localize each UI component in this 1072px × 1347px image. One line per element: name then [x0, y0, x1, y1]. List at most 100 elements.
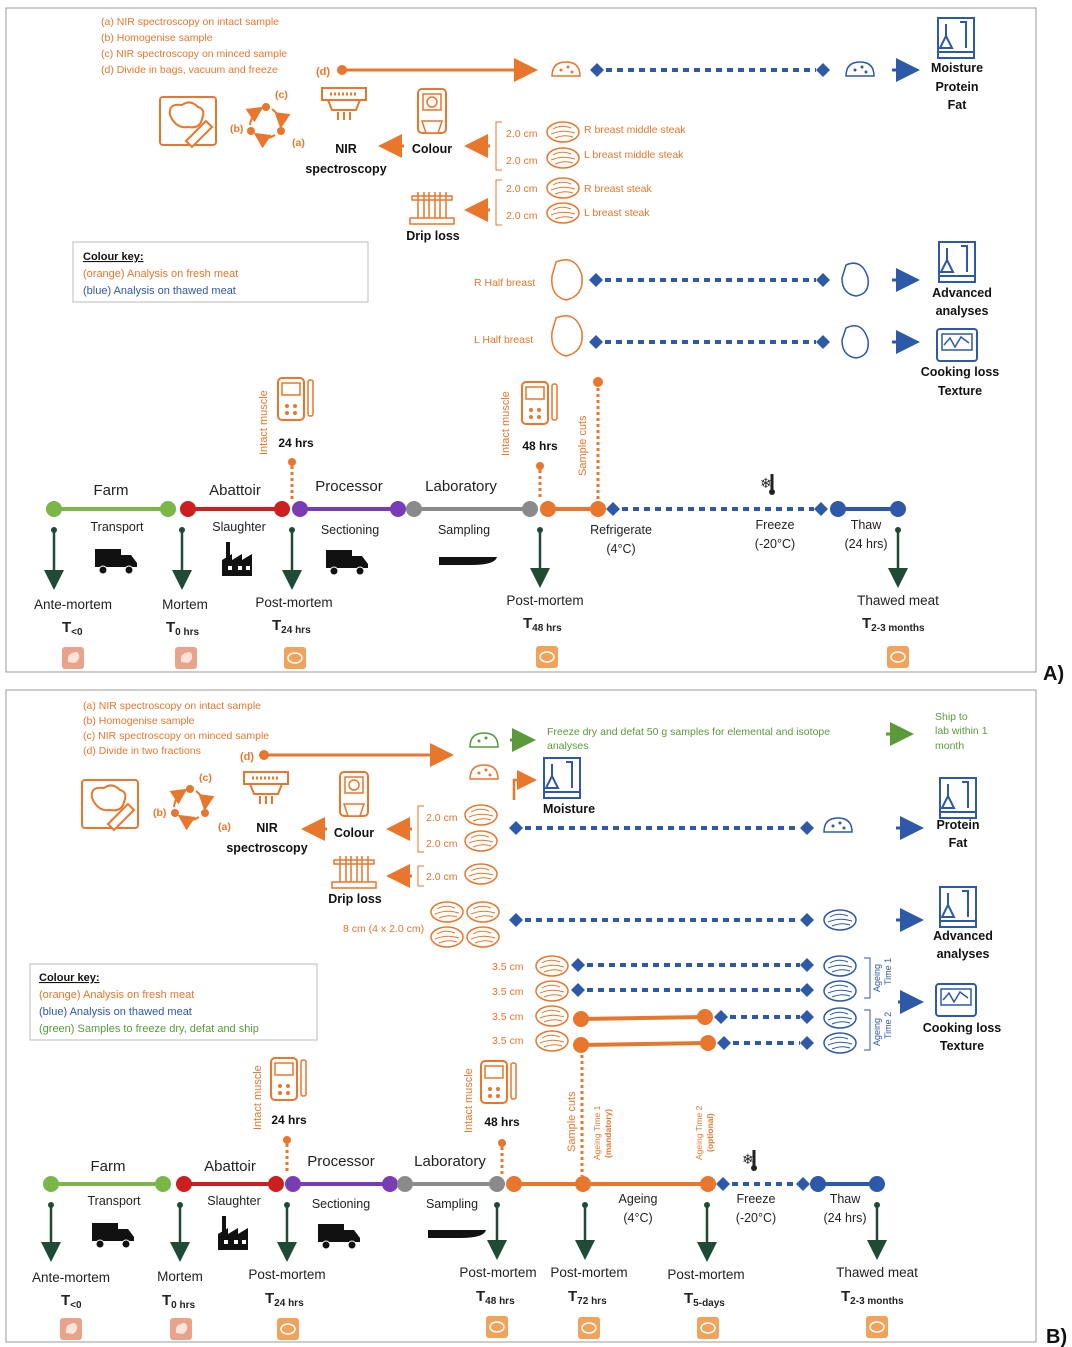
meat-icon — [535, 645, 559, 669]
step-d-label: (d) — [316, 66, 330, 78]
step-legend-line: (b) Homogenise sample — [83, 715, 195, 727]
half-breast-label: L Half breast — [474, 334, 533, 346]
colour-label: Colour — [412, 142, 452, 156]
colour-key-green: (green) Samples to freeze dry, defat and… — [39, 1023, 259, 1035]
stage-laboratory: Laboratory — [414, 1153, 486, 1170]
ageing-time1-mark: Ageing Time 1 — [592, 1105, 602, 1160]
ageing-cut-thickness: 3.5 cm — [492, 986, 524, 998]
timepoint-label: Thawed meat — [836, 1265, 918, 1280]
thawed-steak-icon — [823, 1007, 857, 1029]
live-bird-icon — [60, 1318, 82, 1340]
steak-name: L breast steak — [584, 207, 650, 219]
protein-label: Protein — [936, 818, 979, 832]
stage-abattoir: Abattoir — [209, 482, 261, 499]
half-breast-icon — [551, 259, 583, 301]
steak-icon — [535, 1005, 569, 1027]
stage-farm: Farm — [94, 482, 129, 499]
intact-muscle-label: Intact muscle — [258, 390, 270, 455]
slaughter-label: Slaughter — [207, 1194, 261, 1208]
steak-thickness: 2.0 cm — [506, 183, 538, 195]
ph-time-label: 48 hrs — [522, 439, 558, 453]
colour-label: Colour — [334, 826, 374, 840]
steak-icon — [464, 804, 498, 826]
ageing-time2-note: (optional) — [705, 1113, 715, 1152]
freeze-dry-text: Freeze dry and defat 50 g samples for el… — [547, 726, 830, 738]
freeze-temp: (-20°C) — [736, 1211, 776, 1225]
step-legend: (a) NIR spectroscopy on intact sample (b… — [101, 16, 287, 76]
timepoint-label: Post-mortem — [550, 1265, 627, 1280]
step-legend-line: (c) NIR spectroscopy on minced sample — [83, 730, 269, 742]
panel-b: B) (a) NIR spectroscopy on intact sample… — [5, 689, 1067, 1347]
refrigerate-label: Refrigerate — [590, 523, 652, 537]
colour-key-blue: (blue) Analysis on thawed meat — [83, 285, 236, 297]
ph-meter-icon — [521, 381, 558, 425]
ageing-time1-note: (mandatory) — [603, 1109, 613, 1158]
supply-chain-timeline — [43, 1176, 885, 1192]
nir-label: NIR — [335, 142, 357, 156]
nir-label-2: spectroscopy — [226, 841, 307, 855]
steak-icon — [546, 147, 580, 169]
ph-time-label: 24 hrs — [271, 1113, 307, 1127]
slaughter-label: Slaughter — [212, 520, 266, 534]
timepoint-code: T24 hrs — [272, 617, 311, 636]
cycle-a-label: (a) — [218, 821, 231, 833]
freeze-temp: (-20°C) — [755, 537, 795, 551]
cooking-loss-label: Cooking loss — [921, 365, 1000, 379]
steak-name: L breast middle steak — [584, 149, 684, 161]
steak-icon — [535, 980, 569, 1002]
ageing-cut-thickness: 3.5 cm — [492, 1011, 524, 1023]
cut-thickness: 2.0 cm — [426, 812, 458, 824]
half-breast-icon — [551, 315, 583, 357]
thaw-duration: (24 hrs) — [823, 1211, 866, 1225]
ageing-cut-thickness: 3.5 cm — [492, 961, 524, 973]
colour-meter-icon — [417, 88, 447, 134]
step-d-node — [337, 65, 347, 75]
ageing-cut-thickness: 3.5 cm — [492, 1035, 524, 1047]
cycle-c-label: (c) — [275, 89, 288, 101]
timepoint-label: Post-mortem — [248, 1267, 325, 1282]
sampling-label: Sampling — [438, 523, 490, 537]
transport-label: Transport — [90, 520, 144, 534]
cycle-b-label: (b) — [153, 807, 166, 819]
step-legend: (a) NIR spectroscopy on intact sample (b… — [83, 700, 269, 757]
steak-name: R breast steak — [584, 183, 652, 195]
step-legend-line: (d) Divide in bags, vacuum and freeze — [101, 64, 278, 76]
step-d-label: (d) — [240, 751, 254, 763]
timepoint-label: Thawed meat — [857, 593, 939, 608]
drip-loss-label: Drip loss — [328, 892, 382, 906]
thawed-steak-icon — [823, 909, 857, 931]
ph-meter-icon — [480, 1060, 517, 1104]
refrigerate-temp: (4°C) — [606, 542, 635, 556]
steak-name: R breast middle steak — [584, 124, 686, 136]
nir-label: NIR — [256, 821, 278, 835]
ageing-time2-label: Ageing — [872, 1018, 882, 1046]
moisture-label: Moisture — [543, 802, 595, 816]
colour-key-blue: (blue) Analysis on thawed meat — [39, 1006, 192, 1018]
supply-chain-timeline — [46, 501, 906, 517]
ageing-time1-label: Ageing — [872, 964, 882, 992]
stage-processor: Processor — [307, 1153, 375, 1170]
cut-thickness: 2.0 cm — [426, 838, 458, 850]
cycle-a-label: (a) — [292, 137, 305, 149]
timepoint-code: T48 hrs — [476, 1288, 515, 1307]
texture-label: Texture — [938, 384, 982, 398]
timepoint-label: Post-mortem — [506, 593, 583, 608]
colour-key-title: Colour key: — [39, 972, 100, 984]
steak-thickness: 2.0 cm — [506, 128, 538, 140]
fat-label: Fat — [948, 98, 968, 112]
lab-analysis-icon — [938, 241, 976, 283]
colour-meter-icon — [339, 771, 369, 817]
timepoint-label: Mortem — [162, 597, 208, 612]
sectioning-label: Sectioning — [312, 1197, 370, 1211]
timepoint-code: T0 hrs — [166, 619, 200, 638]
meat-icon — [886, 645, 910, 669]
ageing-time2-mark: Ageing Time 2 — [694, 1105, 704, 1160]
freeze-label: Freeze — [756, 518, 795, 532]
minced-sample-icon — [551, 61, 581, 77]
steak-icon — [535, 955, 569, 977]
bird-carcass-icon — [170, 1318, 192, 1340]
timepoint-code: T24 hrs — [265, 1290, 304, 1309]
transport-label: Transport — [87, 1194, 141, 1208]
panel-b-label: B) — [1046, 1326, 1067, 1347]
